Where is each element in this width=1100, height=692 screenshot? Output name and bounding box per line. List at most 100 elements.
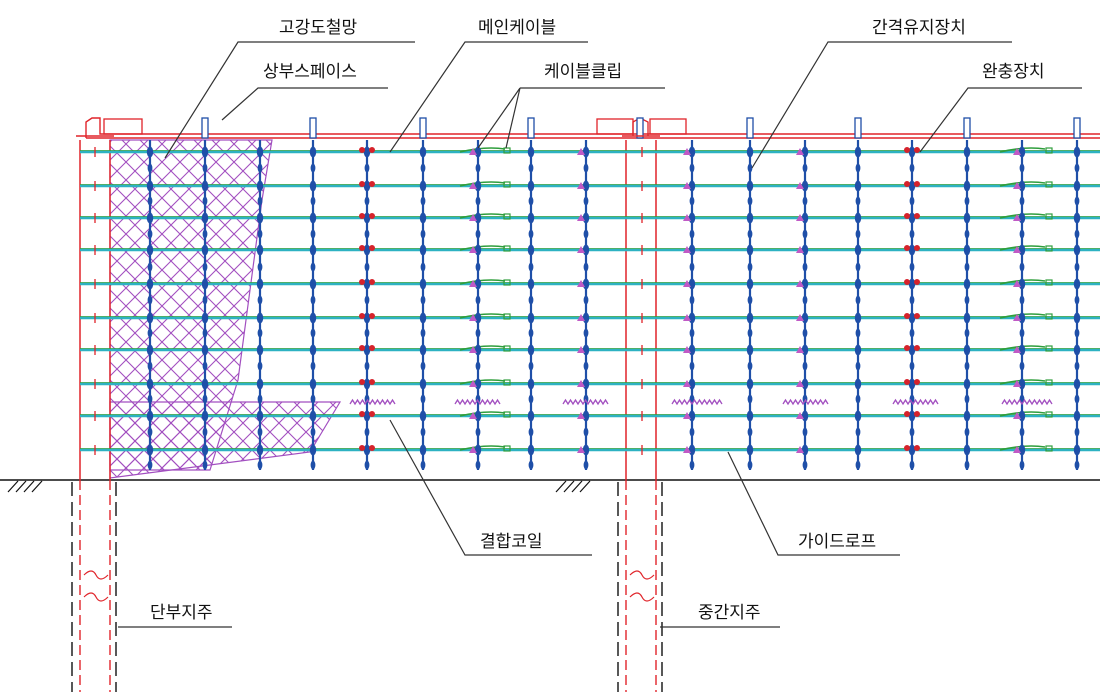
cable-clip <box>796 380 804 387</box>
ground <box>0 479 1100 493</box>
cable-clip-box <box>1045 245 1053 252</box>
spacer-node <box>746 212 754 224</box>
spacer-node <box>1018 410 1026 422</box>
spacer-node <box>854 146 862 158</box>
cable-sag <box>459 379 506 385</box>
spacer-node <box>963 212 971 224</box>
spacer-link <box>310 196 316 206</box>
spacer-node <box>146 344 154 356</box>
label-middle-post: 중간지주 <box>698 603 761 623</box>
spacer-node <box>474 180 482 192</box>
buffer-device <box>914 181 920 187</box>
cable-clip-box <box>503 445 511 452</box>
spacer-node <box>746 312 754 324</box>
cable-clip-box <box>503 213 511 220</box>
buffer-device <box>904 345 910 351</box>
spacer-link <box>964 229 970 239</box>
spacer-link <box>364 262 370 272</box>
buffer-device <box>359 245 365 251</box>
cable-clip <box>577 314 585 321</box>
spacer-link <box>475 163 481 173</box>
spacer-link <box>747 229 753 239</box>
coupling-coil <box>562 398 609 406</box>
buffer-device <box>904 213 910 219</box>
spacer-node <box>746 344 754 356</box>
spacer-node <box>527 278 535 290</box>
buffer-device <box>914 313 920 319</box>
cable-clip-box <box>1045 345 1053 352</box>
spacer-link <box>802 262 808 272</box>
spacer-node <box>582 212 590 224</box>
spacer-node <box>309 244 317 256</box>
spacer-node <box>363 344 371 356</box>
spacer-node <box>746 410 754 422</box>
cable-clip <box>683 412 691 419</box>
top-rail <box>85 117 1100 139</box>
spacer-node <box>201 212 209 224</box>
cable-clip <box>577 280 585 287</box>
ground-hatch-middle <box>555 480 591 493</box>
spacer-link <box>802 196 808 206</box>
spacer-node <box>527 410 535 422</box>
buffer-device <box>904 147 910 153</box>
spacer-node <box>1018 212 1026 224</box>
spacer-link <box>964 361 970 371</box>
spacer-link <box>802 328 808 338</box>
cable-clip <box>683 182 691 189</box>
cable-clip <box>796 246 804 253</box>
spacer-node <box>419 212 427 224</box>
spacer-node <box>582 180 590 192</box>
spacer-link <box>202 394 208 404</box>
cable-clip <box>469 280 477 287</box>
spacer-node <box>854 378 862 390</box>
spacer-node <box>1018 180 1026 192</box>
cable-clip <box>796 412 804 419</box>
spacer-node <box>309 344 317 356</box>
spacer-link <box>909 196 915 206</box>
cable-clip-box <box>1045 445 1053 452</box>
top-post-cap <box>854 117 862 139</box>
spacer-node <box>419 278 427 290</box>
spacer-link <box>1074 196 1080 206</box>
spacer-node <box>363 410 371 422</box>
spacer-node <box>1018 444 1026 456</box>
leader-guide-rope <box>727 451 900 556</box>
spacer-node <box>688 212 696 224</box>
spacer-link <box>310 394 316 404</box>
spacer-node <box>201 344 209 356</box>
spacer-link <box>855 460 861 470</box>
spacer-node <box>854 410 862 422</box>
spacer-link <box>528 328 534 338</box>
spacer-link <box>964 427 970 437</box>
spacer-node <box>256 312 264 324</box>
coupling-coil <box>1001 398 1053 406</box>
spacer-node <box>963 312 971 324</box>
spacer-link <box>310 361 316 371</box>
spacer-node <box>1018 244 1026 256</box>
spacer-node <box>363 378 371 390</box>
spacer-node <box>908 444 916 456</box>
spacer-link <box>802 361 808 371</box>
spacer-link <box>964 460 970 470</box>
spacer-node <box>854 278 862 290</box>
spacer-node <box>963 344 971 356</box>
spacer-link <box>909 163 915 173</box>
spacer-link <box>909 295 915 305</box>
cable-clip <box>1013 246 1021 253</box>
spacer-node <box>746 444 754 456</box>
spacer-node <box>854 344 862 356</box>
spacer-node <box>527 312 535 324</box>
spacer-node <box>146 180 154 192</box>
buffer-device <box>904 411 910 417</box>
cable-clip-box <box>1045 213 1053 220</box>
spacer-link <box>747 460 753 470</box>
spacer-node <box>527 444 535 456</box>
label-upper-space: 상부스페이스 <box>263 62 357 82</box>
buffer-device <box>359 445 365 451</box>
spacer-link <box>1074 229 1080 239</box>
spacer-link <box>202 460 208 470</box>
spacer-link <box>1019 328 1025 338</box>
spacer-node <box>256 444 264 456</box>
buffer-device <box>369 181 375 187</box>
spacer-node <box>146 444 154 456</box>
